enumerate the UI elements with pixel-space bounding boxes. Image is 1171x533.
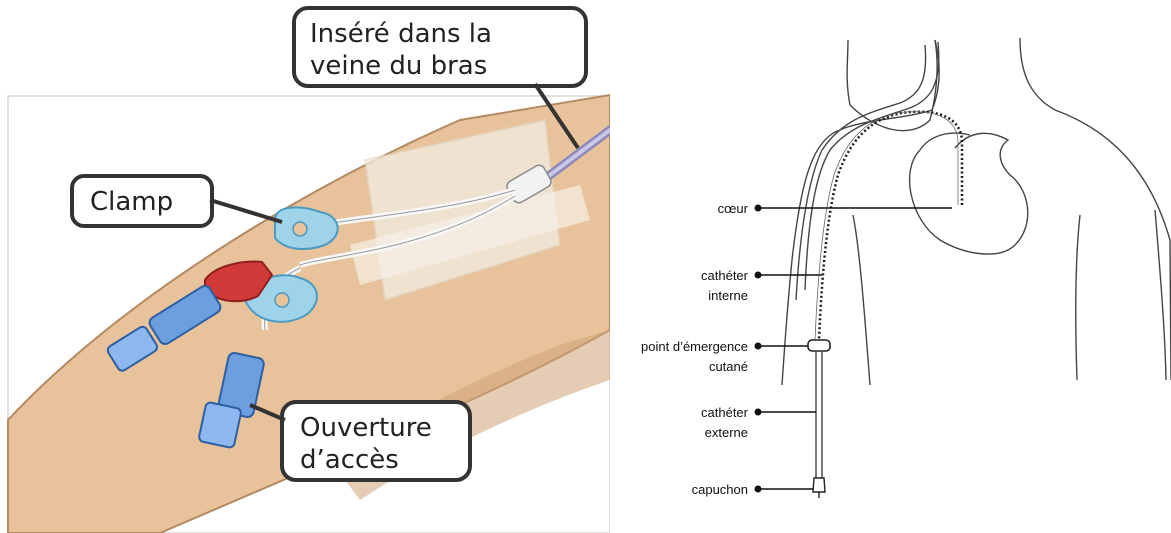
- label-capuchon: capuchon: [692, 482, 748, 497]
- skin-exit-point-icon: [808, 340, 830, 351]
- arm-catheter-illustration: Inséré dans la veine du bras Clamp Ouver…: [0, 0, 610, 533]
- body-outline: [782, 38, 1171, 385]
- label-coeur: cœur: [718, 201, 749, 216]
- internal-catheter-line: [819, 112, 962, 340]
- right-arm-outer: [1155, 210, 1166, 380]
- callout-inserted-line2: veine du bras: [310, 51, 487, 81]
- vessel-middle: [796, 45, 926, 300]
- callout-access-line2: d’accès: [300, 445, 399, 475]
- label-catheter-interne-1: cathéter: [701, 268, 749, 283]
- heart-outline: [910, 133, 1028, 254]
- label-point-emergence-2: cutané: [709, 359, 748, 374]
- label-point-emergence-1: point d’émergence: [641, 339, 748, 354]
- right-shoulder-outline: [1020, 38, 1171, 380]
- callout-inserted-line1: Inséré dans la: [310, 19, 492, 49]
- label-catheter-interne-2: interne: [708, 288, 748, 303]
- anatomical-diagram: cœur cathéter interne point d’émergence …: [610, 0, 1171, 533]
- label-catheter-externe-1: cathéter: [701, 405, 749, 420]
- label-catheter-externe-2: externe: [705, 425, 748, 440]
- anatomy-svg: cœur cathéter interne point d’émergence …: [610, 0, 1171, 533]
- callout-clamp-label: Clamp: [90, 187, 173, 217]
- cap-icon: [813, 478, 825, 492]
- right-arm-inner: [1076, 215, 1080, 380]
- arm-illustration-svg: Inséré dans la veine du bras Clamp Ouver…: [0, 0, 610, 533]
- callout-access-line1: Ouverture: [300, 413, 432, 443]
- left-arm-inner: [853, 215, 870, 385]
